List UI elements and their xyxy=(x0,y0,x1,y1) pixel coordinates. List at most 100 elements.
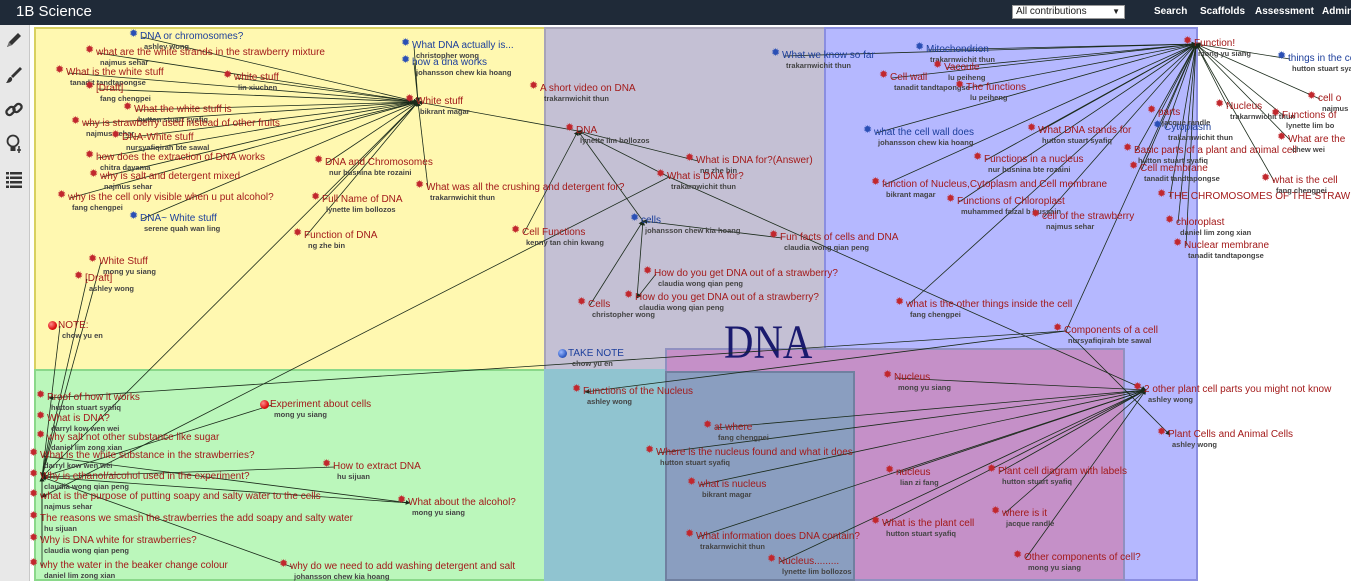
note[interactable]: function of Nucleus,Cytoplasm and Cell m… xyxy=(871,177,1107,199)
note[interactable]: Function!mong yu siang xyxy=(1183,36,1251,58)
brush-icon[interactable] xyxy=(2,63,26,87)
note[interactable]: What about the alcohol?mong yu siang xyxy=(397,495,516,517)
note[interactable]: [Draft]ashley wong xyxy=(74,271,134,293)
note[interactable]: What is the white substance in the straw… xyxy=(30,448,255,470)
note[interactable]: Why is DNA white for strawberries?claudi… xyxy=(30,533,197,555)
note[interactable]: THE CHROMOSOMES OF THE STRAWBERRY xyxy=(1157,189,1351,202)
note[interactable]: DNA or chromosomes?ashley wong xyxy=(129,29,243,51)
nav-admin[interactable]: Admin xyxy=(1322,6,1351,17)
pencil-icon[interactable] xyxy=(2,28,26,52)
nav-search[interactable]: Search xyxy=(1154,6,1188,17)
note[interactable]: 2 other plant cell parts you might not k… xyxy=(1133,382,1331,404)
note-author: mong yu siang xyxy=(898,383,951,392)
note[interactable]: Basic parts of a plant and animal cellhu… xyxy=(1123,143,1297,165)
note[interactable]: What is DNA for?trakarnwichit thun xyxy=(656,169,744,191)
note[interactable]: Why is ethanol/alcohol used in the exper… xyxy=(30,469,250,491)
nav-scaffolds[interactable]: Scaffolds xyxy=(1200,6,1246,17)
link-icon[interactable] xyxy=(2,98,26,122)
note[interactable]: What is DNA?darryl kow wen wei xyxy=(36,411,119,433)
knowledge-forum-view-canvas[interactable]: DNA DNA or chromosomes?ashley wongwhat a… xyxy=(30,25,1351,581)
note[interactable]: The reasons we smash the strawberries th… xyxy=(30,511,353,533)
note[interactable]: Nucleus.........lynette lim bollozos xyxy=(767,554,852,576)
build-on-link xyxy=(1195,43,1229,108)
note[interactable]: Other components of cell?mong yu siang xyxy=(1013,550,1141,572)
note[interactable]: how does the extraction of DNA workschit… xyxy=(85,150,265,172)
list-icon[interactable] xyxy=(2,167,26,191)
note-icon xyxy=(322,459,331,470)
note[interactable]: why the water in the beaker change colou… xyxy=(30,558,228,580)
note[interactable]: Where is the nucleus found and what it d… xyxy=(645,445,853,467)
note[interactable]: How do you get DNA out of a strawberry?c… xyxy=(643,266,838,288)
note[interactable]: [Draft]fang chengpei xyxy=(85,81,151,103)
note[interactable]: What information does DNA contain?trakar… xyxy=(685,529,860,551)
note[interactable]: What is DNA for?(Answer)ng zhe bin xyxy=(685,153,813,175)
nav-assessment[interactable]: Assessment xyxy=(1255,6,1314,17)
note[interactable]: NOTE:chow yu en xyxy=(48,320,103,340)
contribution-filter-select[interactable]: All contributions ▼ xyxy=(1012,5,1125,19)
note[interactable]: what is the other things inside the cell… xyxy=(895,297,1072,319)
note[interactable]: why salt not other substance like sugard… xyxy=(36,430,219,452)
note[interactable]: What DNA actually is...christopher wong xyxy=(401,38,514,60)
note[interactable]: How do you get DNA out of a strawberry?c… xyxy=(624,290,819,312)
note[interactable]: what is the purpose of putting soapy and… xyxy=(30,489,321,511)
note[interactable]: what are the white strands in the strawb… xyxy=(85,45,325,67)
note[interactable]: why is the cell only visible when u put … xyxy=(57,190,274,212)
note[interactable]: What was all the crushing and detergent … xyxy=(415,180,624,202)
note[interactable]: why do we need to add washing detergent … xyxy=(279,559,515,581)
lightbulb-icon[interactable] xyxy=(2,132,26,156)
